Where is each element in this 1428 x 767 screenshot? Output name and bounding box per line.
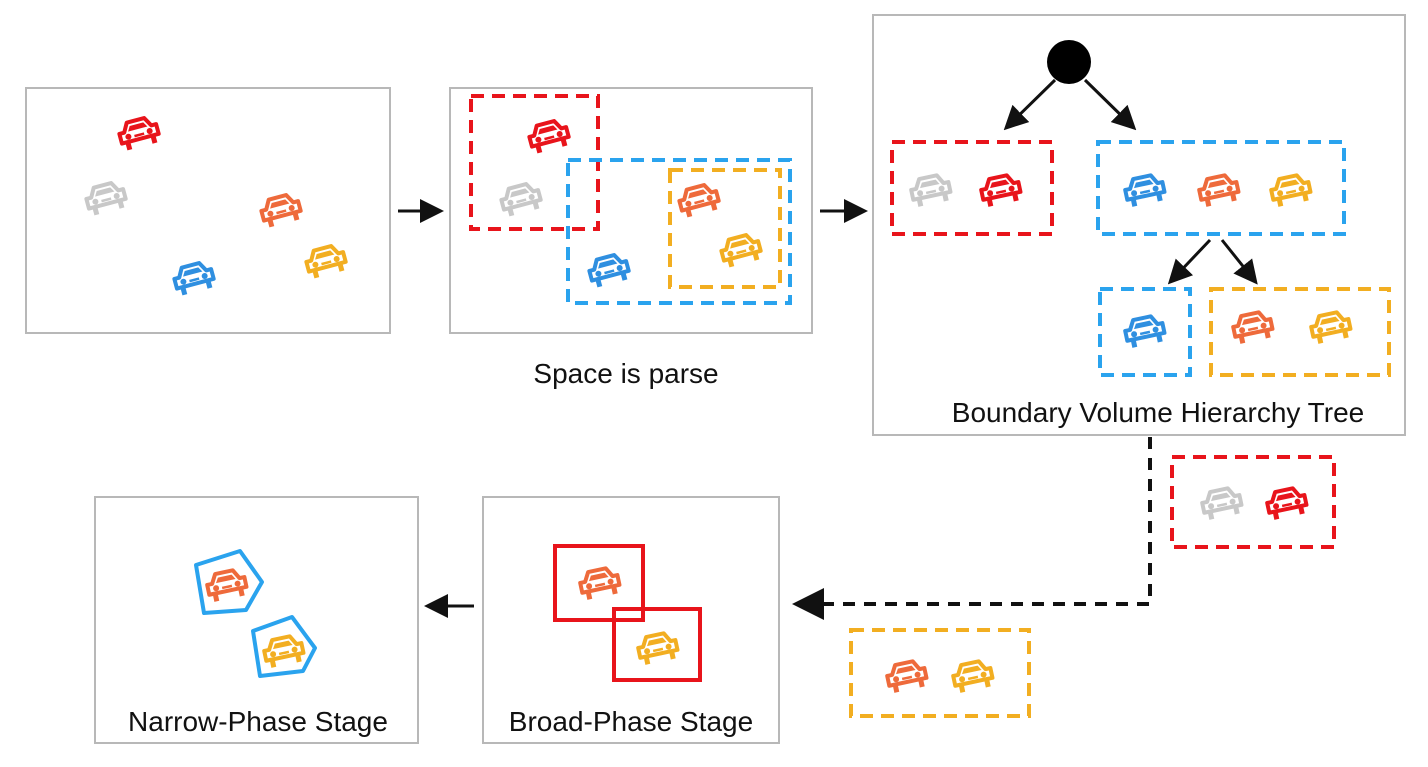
tree-edge: [1167, 238, 1212, 285]
panel-broad-phase: Broad-Phase Stage: [482, 496, 780, 744]
panel-bounding-volumes: [449, 87, 813, 334]
car-icon: [885, 659, 928, 693]
candidate-pair-yellow: [849, 628, 1031, 718]
label-broad-phase: Broad-Phase Stage: [509, 706, 753, 737]
convex-hull: [251, 615, 317, 678]
bvh-node-blue: [1096, 140, 1346, 236]
bbox-blue: [566, 158, 792, 305]
candidate-pair-red: [1170, 455, 1336, 549]
car-icon: [951, 659, 994, 693]
dashed-arrow-to-broad-phase: [792, 437, 1152, 620]
bvh-leaf-blue: [1098, 287, 1192, 377]
aabb-box: [612, 607, 702, 682]
bbox-red: [469, 94, 600, 231]
tree-edge: [1220, 239, 1258, 285]
label-space-sparse: Space is parse: [533, 358, 718, 389]
car-icon: [1265, 486, 1308, 520]
convex-hull: [194, 549, 264, 615]
panel-initial-scene: [25, 87, 391, 334]
tree-edge: [1083, 78, 1137, 131]
label-bvh-tree: Boundary Volume Hierarchy Tree: [952, 397, 1364, 428]
tree-edge: [1003, 78, 1057, 131]
panel-narrow-phase: Narrow-Phase Stage: [94, 496, 419, 744]
aabb-box: [553, 544, 645, 622]
panel-bvh-tree: Boundary Volume Hierarchy Tree: [872, 14, 1406, 436]
car-icon: [1200, 486, 1243, 520]
tree-root-node: [1047, 40, 1091, 84]
bbox-yellow: [668, 168, 782, 289]
bvh-leaf-yellow: [1209, 287, 1391, 377]
label-narrow-phase: Narrow-Phase Stage: [128, 706, 388, 737]
